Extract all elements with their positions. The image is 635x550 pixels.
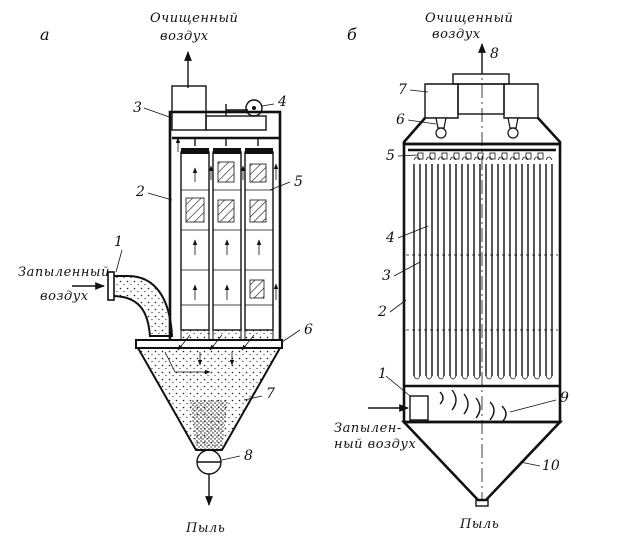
dust-patch	[249, 163, 267, 183]
airflow-arrows	[175, 137, 279, 300]
callout-8: 8	[244, 448, 253, 464]
callout-b-1: 1	[378, 366, 387, 382]
diagram-a-letter: а	[40, 25, 50, 44]
callout-b-8: 8	[490, 46, 499, 62]
cartridge-filter-diagram: б Очищенный воздух	[334, 11, 569, 532]
tube-sheet	[135, 339, 283, 349]
shaking-mechanism	[205, 115, 267, 131]
diagram-a-dusty-air-label: Запыленный	[18, 265, 110, 280]
callout-b-5: 5	[386, 148, 395, 164]
inlet-flange	[107, 271, 115, 301]
dust-patch	[217, 161, 235, 183]
diagram-b-clean-air-label: Очищенный	[425, 11, 513, 26]
callout-b-3: 3	[382, 268, 391, 284]
callout-b-6: 6	[396, 112, 405, 128]
pulse-valve-left	[435, 117, 447, 129]
dust-patch	[249, 279, 265, 299]
plenum-right	[503, 83, 539, 119]
diagram-b-letter: б	[347, 25, 357, 44]
diagram-b-dust-label: Пыль	[459, 517, 499, 532]
dust-patch	[249, 199, 267, 223]
outlet-cap	[452, 73, 510, 85]
callout-b-9: 9	[560, 390, 569, 406]
motor-icon	[245, 99, 263, 117]
diagram-b-callouts: 1 2 3 4 5 6 7 8 9 10	[377, 46, 569, 474]
callout-4: 4	[277, 94, 287, 110]
filter-housing	[168, 110, 282, 346]
diagram-a-dusty-air-label-2: воздух	[40, 289, 89, 304]
bag-filter-diagram: а Очищенный воздух	[18, 11, 313, 536]
callout-6: 6	[304, 322, 313, 338]
diagram-a-callouts: 1 2 3 4 5 6 7 8	[114, 94, 313, 464]
callout-3: 3	[133, 100, 142, 116]
inlet-pipe	[111, 275, 174, 337]
callout-b-10: 10	[542, 458, 560, 474]
callout-b-4: 4	[385, 230, 395, 246]
callout-2: 2	[135, 184, 145, 200]
callout-7: 7	[266, 386, 275, 402]
diagram-a-clean-air-label-2: воздух	[160, 29, 209, 44]
filter-bags	[180, 148, 274, 331]
diagram-b-dusty-air-label: Запылен-	[334, 421, 402, 436]
diagram-a-dust-label: Пыль	[185, 521, 225, 536]
diagram-a-clean-air-label: Очищенный	[150, 11, 238, 26]
callout-5: 5	[294, 174, 303, 190]
pulse-valve-right	[507, 117, 519, 129]
inlet-swirl	[439, 389, 507, 423]
nozzles	[417, 152, 544, 160]
dust-patch	[185, 197, 205, 223]
callout-b-2: 2	[377, 304, 387, 320]
plenum-left	[424, 83, 459, 119]
callout-b-7: 7	[398, 82, 407, 98]
dust-patch	[217, 199, 235, 223]
callout-1: 1	[114, 234, 123, 250]
outlet-duct	[171, 85, 207, 131]
filter-cartridges	[413, 164, 553, 376]
inlet-nozzle	[409, 395, 429, 421]
diagram-b-dusty-air-label-2: ный воздух	[334, 437, 416, 452]
diagram-b-clean-air-label-2: воздух	[432, 27, 481, 42]
